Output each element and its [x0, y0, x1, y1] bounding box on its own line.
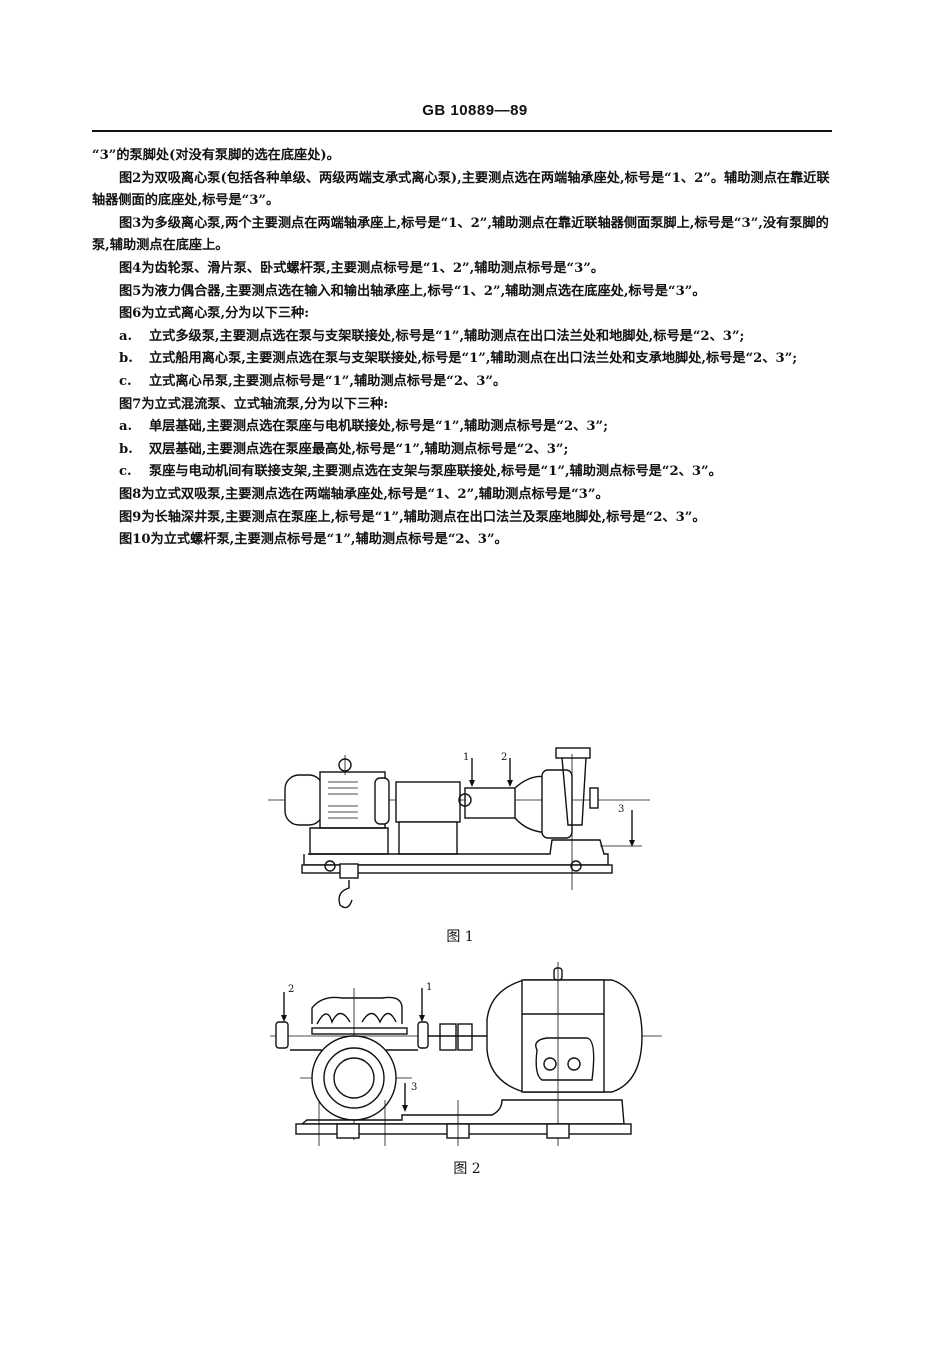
paragraph-text: 图10为立式螺杆泵,主要测点标号是“1”,辅助测点标号是“2、3”。 — [119, 532, 508, 548]
item-label: c. — [119, 464, 132, 480]
paragraph: 图10为立式螺杆泵,主要测点标号是“1”,辅助测点标号是“2、3”。 — [92, 529, 832, 552]
list-item: c. 泵座与电动机间有联接支架,主要测点选在支架与泵座联接处,标号是“1”,辅助测… — [92, 461, 832, 484]
paragraph-text: 图5为液力偶合器,主要测点选在输入和输出轴承座上,标号“1、2”,辅助测点选在底… — [119, 283, 706, 299]
figure-caption: 图 2 — [453, 1161, 481, 1177]
paragraph-text: 立式多级泵,主要测点选在泵与支架联接处,标号是“1”,辅助测点在出口法兰处和地脚… — [149, 328, 745, 344]
paragraph: 图6为立式离心泵,分为以下三种: — [92, 303, 832, 326]
paragraph-text: 泵座与电动机间有联接支架,主要测点选在支架与泵座联接处,标号是“1”,辅助测点标… — [149, 464, 722, 480]
paragraph: 图2为双吸离心泵(包括各种单级、两级两端支承式离心泵),主要测点选在两端轴承座处… — [92, 168, 832, 213]
paragraph-text: 图7为立式混流泵、立式轴流泵,分为以下三种: — [119, 396, 389, 412]
paragraph-text: 立式离心吊泵,主要测点标号是“1”,辅助测点标号是“2、3”。 — [149, 373, 507, 389]
paragraph-text: 图6为立式离心泵,分为以下三种: — [119, 306, 310, 322]
measuring-point-1-label: 1 — [463, 752, 469, 763]
double-suction-pump-drawing: 2 1 3 — [270, 962, 662, 1146]
measuring-point-2-label: 2 — [501, 752, 507, 763]
paragraph-text: 图3为多级离心泵,两个主要测点在两端轴承座上,标号是“1、2”,辅助测点在靠近联… — [92, 215, 829, 254]
measuring-point-1-label: 1 — [426, 982, 432, 993]
standard-code-header: GB 10889—89 — [422, 102, 528, 119]
item-label: b. — [119, 351, 133, 367]
figure-2: 2 1 3 图 2 — [262, 950, 672, 1180]
horizontal-pump-drawing: 1 2 3 — [268, 747, 650, 909]
paragraph-text: 双层基础,主要测点选在泵座最高处,标号是“1”,辅助测点标号是“2、3”; — [149, 441, 569, 457]
list-item: b. 立式船用离心泵,主要测点选在泵与支架联接处,标号是“1”,辅助测点在出口法兰… — [92, 348, 832, 371]
paragraph: 图3为多级离心泵,两个主要测点在两端轴承座上,标号是“1、2”,辅助测点在靠近联… — [92, 213, 832, 258]
paragraph: 图9为长轴深井泵,主要测点在泵座上,标号是“1”,辅助测点在出口法兰及泵座地脚处… — [92, 507, 832, 530]
paragraph-text: 图4为齿轮泵、滑片泵、卧式螺杆泵,主要测点标号是“1、2”,辅助测点标号是“3”… — [119, 260, 605, 276]
paragraph-text: 图9为长轴深井泵,主要测点在泵座上,标号是“1”,辅助测点在出口法兰及泵座地脚处… — [119, 509, 706, 525]
paragraph-text: 单层基础,主要测点选在泵座与电机联接处,标号是“1”,辅助测点标号是“2、3”; — [149, 419, 608, 435]
paragraph-text: 立式船用离心泵,主要测点选在泵与支架联接处,标号是“1”,辅助测点在出口法兰处和… — [149, 351, 798, 367]
measuring-point-2-label: 2 — [288, 984, 294, 995]
item-label: a. — [119, 419, 133, 435]
list-item: b. 双层基础,主要测点选在泵座最高处,标号是“1”,辅助测点标号是“2、3”; — [92, 439, 832, 462]
body-text: “3”的泵脚处(对没有泵脚的选在底座处)。 图2为双吸离心泵(包括各种单级、两级… — [92, 145, 832, 552]
measuring-point-3-label: 3 — [618, 804, 624, 815]
list-item: c. 立式离心吊泵,主要测点标号是“1”,辅助测点标号是“2、3”。 — [92, 371, 832, 394]
header-rule — [92, 130, 832, 132]
paragraph-text: 图8为立式双吸泵,主要测点选在两端轴承座处,标号是“1、2”,辅助测点标号是“3… — [119, 486, 609, 502]
item-label: b. — [119, 441, 133, 457]
paragraph: 图5为液力偶合器,主要测点选在输入和输出轴承座上,标号“1、2”,辅助测点选在底… — [92, 281, 832, 304]
figure-1: 1 2 3 图 1 — [260, 740, 660, 950]
measuring-point-3-label: 3 — [411, 1082, 417, 1093]
paragraph: 图7为立式混流泵、立式轴流泵,分为以下三种: — [92, 394, 832, 417]
paragraph: 图8为立式双吸泵,主要测点选在两端轴承座处,标号是“1、2”,辅助测点标号是“3… — [92, 484, 832, 507]
paragraph: “3”的泵脚处(对没有泵脚的选在底座处)。 — [92, 145, 832, 168]
item-label: a. — [119, 328, 133, 344]
paragraph-text: “3”的泵脚处(对没有泵脚的选在底座处)。 — [92, 148, 340, 163]
figure-caption: 图 1 — [446, 929, 474, 945]
paragraph: 图4为齿轮泵、滑片泵、卧式螺杆泵,主要测点标号是“1、2”,辅助测点标号是“3”… — [92, 258, 832, 281]
list-item: a. 单层基础,主要测点选在泵座与电机联接处,标号是“1”,辅助测点标号是“2、3… — [92, 416, 832, 439]
list-item: a. 立式多级泵,主要测点选在泵与支架联接处,标号是“1”,辅助测点在出口法兰处和… — [92, 326, 832, 349]
item-label: c. — [119, 373, 132, 389]
paragraph-text: 图2为双吸离心泵(包括各种单级、两级两端支承式离心泵),主要测点选在两端轴承座处… — [92, 170, 830, 209]
